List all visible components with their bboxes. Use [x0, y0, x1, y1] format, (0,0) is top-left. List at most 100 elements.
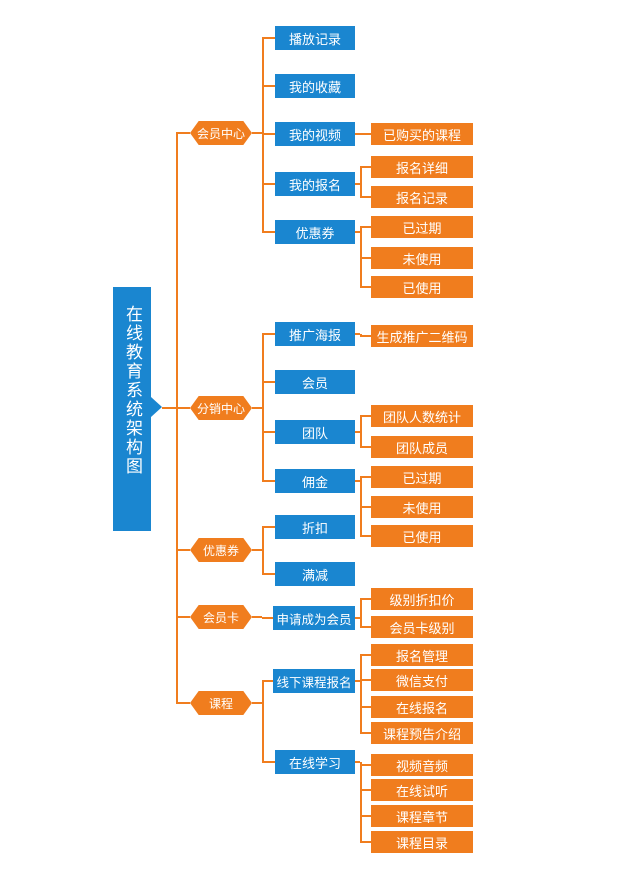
category-node: 分销中心	[190, 396, 252, 420]
category-node: 课程	[190, 691, 252, 715]
category-node: 会员卡	[190, 605, 252, 629]
connector	[360, 257, 371, 259]
module-node: 佣金	[275, 469, 355, 493]
connector	[162, 407, 176, 409]
connector	[262, 526, 275, 528]
connector	[262, 37, 275, 39]
leaf-node: 已使用	[371, 276, 473, 298]
connector	[262, 681, 264, 762]
leaf-node: 视频音频	[371, 754, 473, 776]
connector	[355, 680, 360, 682]
connector	[176, 616, 190, 618]
module-node: 优惠券	[275, 220, 355, 244]
leaf-node: 在线试听	[371, 779, 473, 801]
connector	[355, 133, 360, 135]
connector	[176, 702, 190, 704]
leaf-node: 已过期	[371, 466, 473, 488]
category-node: 优惠券	[190, 538, 252, 562]
connector	[262, 431, 275, 433]
module-node: 会员	[275, 370, 355, 394]
connector	[360, 598, 371, 600]
module-node: 线下课程报名	[273, 669, 355, 693]
leaf-node: 未使用	[371, 247, 473, 269]
trunk-line	[176, 133, 178, 703]
connector	[360, 415, 371, 417]
leaf-node: 报名管理	[371, 644, 473, 666]
connector	[262, 480, 275, 482]
connector	[176, 549, 190, 551]
module-node: 团队	[275, 420, 355, 444]
root-node-pointer	[151, 397, 162, 417]
connector	[262, 85, 275, 87]
connector	[360, 654, 371, 656]
connector	[262, 617, 275, 619]
module-node: 在线学习	[275, 750, 355, 774]
connector	[360, 506, 371, 508]
connector	[360, 764, 371, 766]
connector	[262, 334, 264, 481]
connector	[355, 761, 360, 763]
connector	[360, 732, 371, 734]
connector	[360, 679, 371, 681]
connector	[355, 617, 360, 619]
leaf-node: 级别折扣价	[371, 588, 473, 610]
connector	[262, 527, 264, 574]
leaf-node: 已使用	[371, 525, 473, 547]
connector	[360, 655, 362, 733]
leaf-node: 报名记录	[371, 186, 473, 208]
leaf-node: 会员卡级别	[371, 616, 473, 638]
connector	[360, 599, 362, 627]
connector	[262, 183, 275, 185]
connector	[360, 626, 371, 628]
root-title: 在线教育系统架构图	[122, 304, 142, 476]
leaf-node: 未使用	[371, 496, 473, 518]
connector	[360, 286, 371, 288]
leaf-node: 已过期	[371, 216, 473, 238]
connector	[360, 535, 371, 537]
category-node: 会员中心	[190, 121, 252, 145]
connector	[360, 196, 371, 198]
connector	[262, 231, 275, 233]
connector	[262, 761, 275, 763]
module-node: 我的视频	[275, 122, 355, 146]
leaf-node: 微信支付	[371, 669, 473, 691]
connector	[360, 841, 371, 843]
module-node: 折扣	[275, 515, 355, 539]
connector	[262, 381, 275, 383]
connector	[360, 167, 362, 197]
connector	[355, 480, 360, 482]
connector	[355, 333, 360, 335]
connector	[176, 132, 190, 134]
connector	[360, 133, 371, 135]
connector	[176, 407, 190, 409]
connector	[360, 446, 371, 448]
module-node: 播放记录	[275, 26, 355, 50]
leaf-node: 在线报名	[371, 696, 473, 718]
module-node: 我的收藏	[275, 74, 355, 98]
connector	[262, 38, 264, 232]
connector	[360, 762, 362, 842]
leaf-node: 团队人数统计	[371, 405, 473, 427]
connector	[355, 183, 360, 185]
connector	[360, 416, 362, 447]
leaf-node: 生成推广二维码	[371, 325, 473, 347]
module-node: 推广海报	[275, 322, 355, 346]
connector	[360, 815, 371, 817]
leaf-node: 课程预告介绍	[371, 722, 473, 744]
connector	[360, 789, 371, 791]
connector	[355, 431, 360, 433]
leaf-node: 报名详细	[371, 156, 473, 178]
connector	[355, 231, 360, 233]
leaf-node: 团队成员	[371, 436, 473, 458]
leaf-node: 课程章节	[371, 805, 473, 827]
module-node: 我的报名	[275, 172, 355, 196]
connector	[360, 706, 371, 708]
connector	[360, 476, 371, 478]
connector	[252, 549, 262, 551]
connector	[262, 573, 275, 575]
module-node: 满减	[275, 562, 355, 586]
connector	[360, 226, 371, 228]
connector	[262, 333, 275, 335]
connector	[262, 680, 275, 682]
